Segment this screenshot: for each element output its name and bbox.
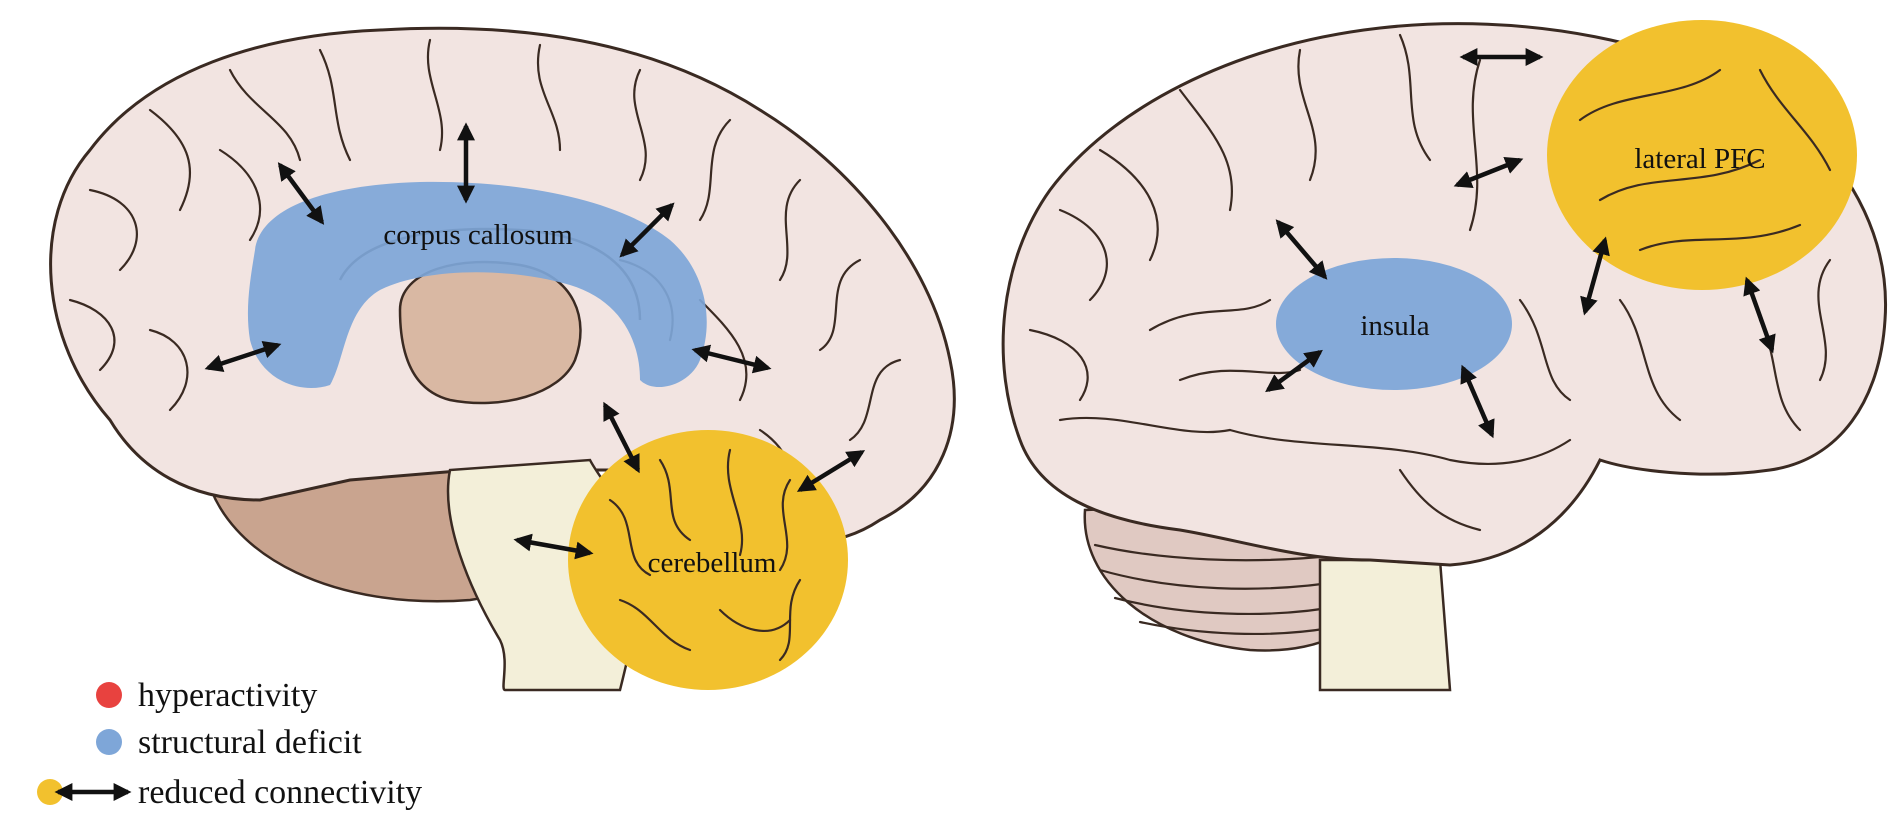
legend-label-reduced-connectivity: reduced connectivity bbox=[138, 774, 422, 811]
corpus-callosum-label: corpus callosum bbox=[383, 219, 573, 251]
legend: hyperactivity structural deficit reduced… bbox=[37, 677, 422, 811]
cerebellum-label: cerebellum bbox=[648, 547, 777, 579]
blue-dot-icon bbox=[96, 729, 122, 755]
legend-label-hyperactivity: hyperactivity bbox=[138, 677, 317, 714]
lateral-pfc-label: lateral PFC bbox=[1634, 143, 1765, 175]
red-dot-icon bbox=[96, 682, 122, 708]
legend-label-structural-deficit: structural deficit bbox=[138, 724, 362, 761]
lateral-brainstem bbox=[1320, 560, 1450, 690]
insula-label: insula bbox=[1360, 310, 1429, 342]
lateral-brain-view: lateral PFC insula bbox=[1003, 20, 1885, 690]
thalamus bbox=[400, 262, 580, 403]
medial-brain-view: corpus callosum cerebellum bbox=[51, 28, 955, 690]
